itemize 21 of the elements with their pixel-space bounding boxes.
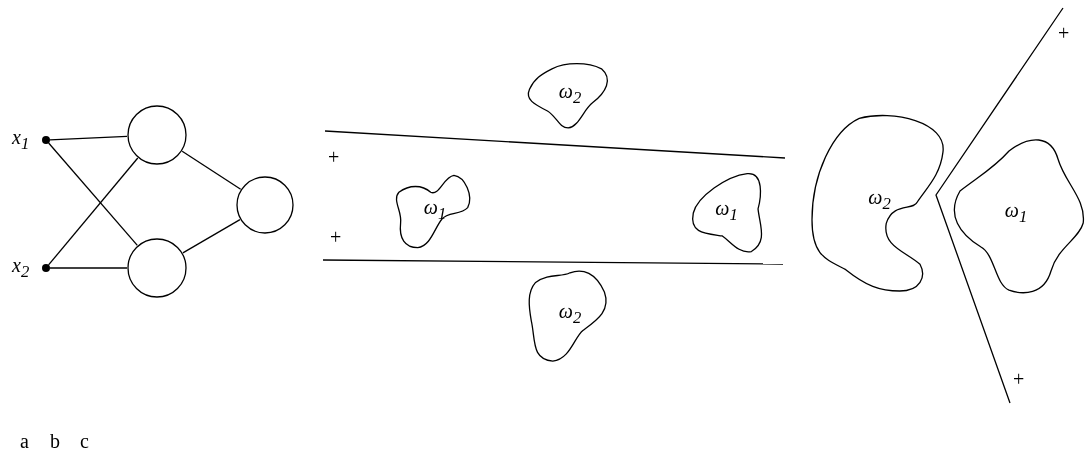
connection-line [47, 142, 138, 246]
class-label: ω$_{1}$ [1004, 199, 1028, 229]
connection-line [182, 218, 241, 254]
panel-letter: c [80, 430, 89, 452]
plus-sign: + [328, 146, 340, 168]
connection-line [49, 267, 128, 269]
connection-line [47, 157, 139, 266]
plus-sign: + [1013, 368, 1025, 390]
connection-line [181, 150, 242, 190]
class-label: ω$_{2}$ [868, 186, 891, 216]
plus-sign: + [330, 226, 342, 248]
input-label: x$_{1}$ [12, 126, 30, 155]
plus-sign: + [1058, 22, 1070, 44]
input-label: x$_{2}$ [12, 254, 30, 283]
panel-letter: b [50, 430, 60, 452]
panel-letter: a [20, 430, 29, 452]
class-label: ω$_{2}$ [558, 300, 582, 330]
connection-line [49, 135, 128, 141]
class-label: ω$_{1}$ [423, 195, 447, 225]
class-label: ω$_{1}$ [715, 197, 738, 227]
class-label: ω$_{2}$ [558, 80, 582, 110]
